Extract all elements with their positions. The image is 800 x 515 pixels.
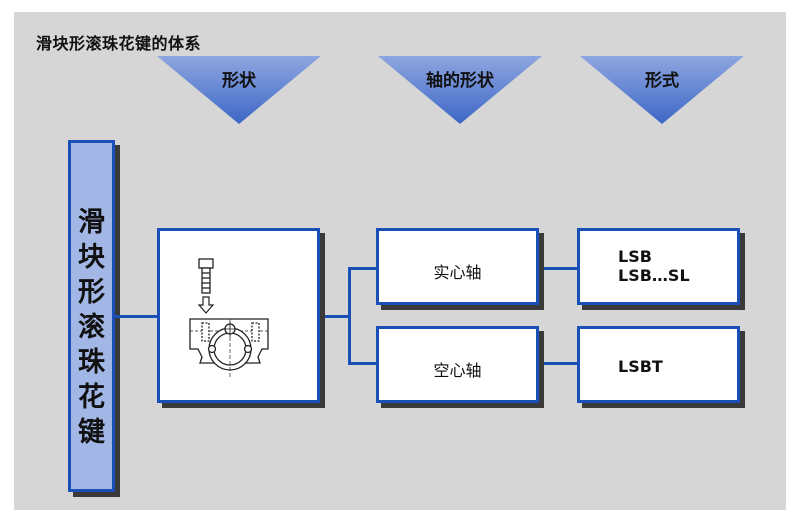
shaft-box-hollow: 空心轴 <box>376 326 539 403</box>
shaft-box-solid: 实心轴 <box>376 228 539 305</box>
header-triangle-shape <box>157 56 321 124</box>
connector-solid-to-model <box>539 267 577 270</box>
model-lsbt: LSBT <box>618 357 663 376</box>
diagram-title: 滑块形滚珠花键的体系 <box>36 34 202 53</box>
header-label-shaft: 轴的形状 <box>426 71 494 91</box>
header-label-shape: 形状 <box>222 71 256 91</box>
header-label-type: 形式 <box>645 71 679 91</box>
connector-branch-bottom <box>348 362 376 365</box>
model-lsb: LSB <box>618 247 652 266</box>
header-triangle-shaft <box>378 56 542 124</box>
model-lsb-sl: LSB…SL <box>618 266 690 285</box>
category-bar: 滑块形滚珠花键 <box>68 140 115 492</box>
shape-box <box>157 228 320 403</box>
shaft-label-solid: 实心轴 <box>433 263 482 282</box>
connector-branch-top <box>348 267 376 270</box>
category-label: 滑块形滚珠花键 <box>78 207 105 448</box>
model-box-hollow: LSBT <box>577 326 740 403</box>
arrow-down-icon <box>197 296 215 314</box>
header-triangle-type <box>580 56 744 124</box>
bolt-icon <box>198 258 214 294</box>
model-box-solid: LSB LSB…SL <box>577 228 740 305</box>
spline-nut-drawing <box>189 258 269 379</box>
connector-hollow-to-model <box>539 362 577 365</box>
shaft-label-hollow: 空心轴 <box>433 361 482 380</box>
spline-nut-icon <box>189 318 269 379</box>
connector-shape-to-branch <box>320 315 350 318</box>
connector-category-to-shape <box>115 315 157 318</box>
connector-branch-vertical <box>348 267 351 365</box>
